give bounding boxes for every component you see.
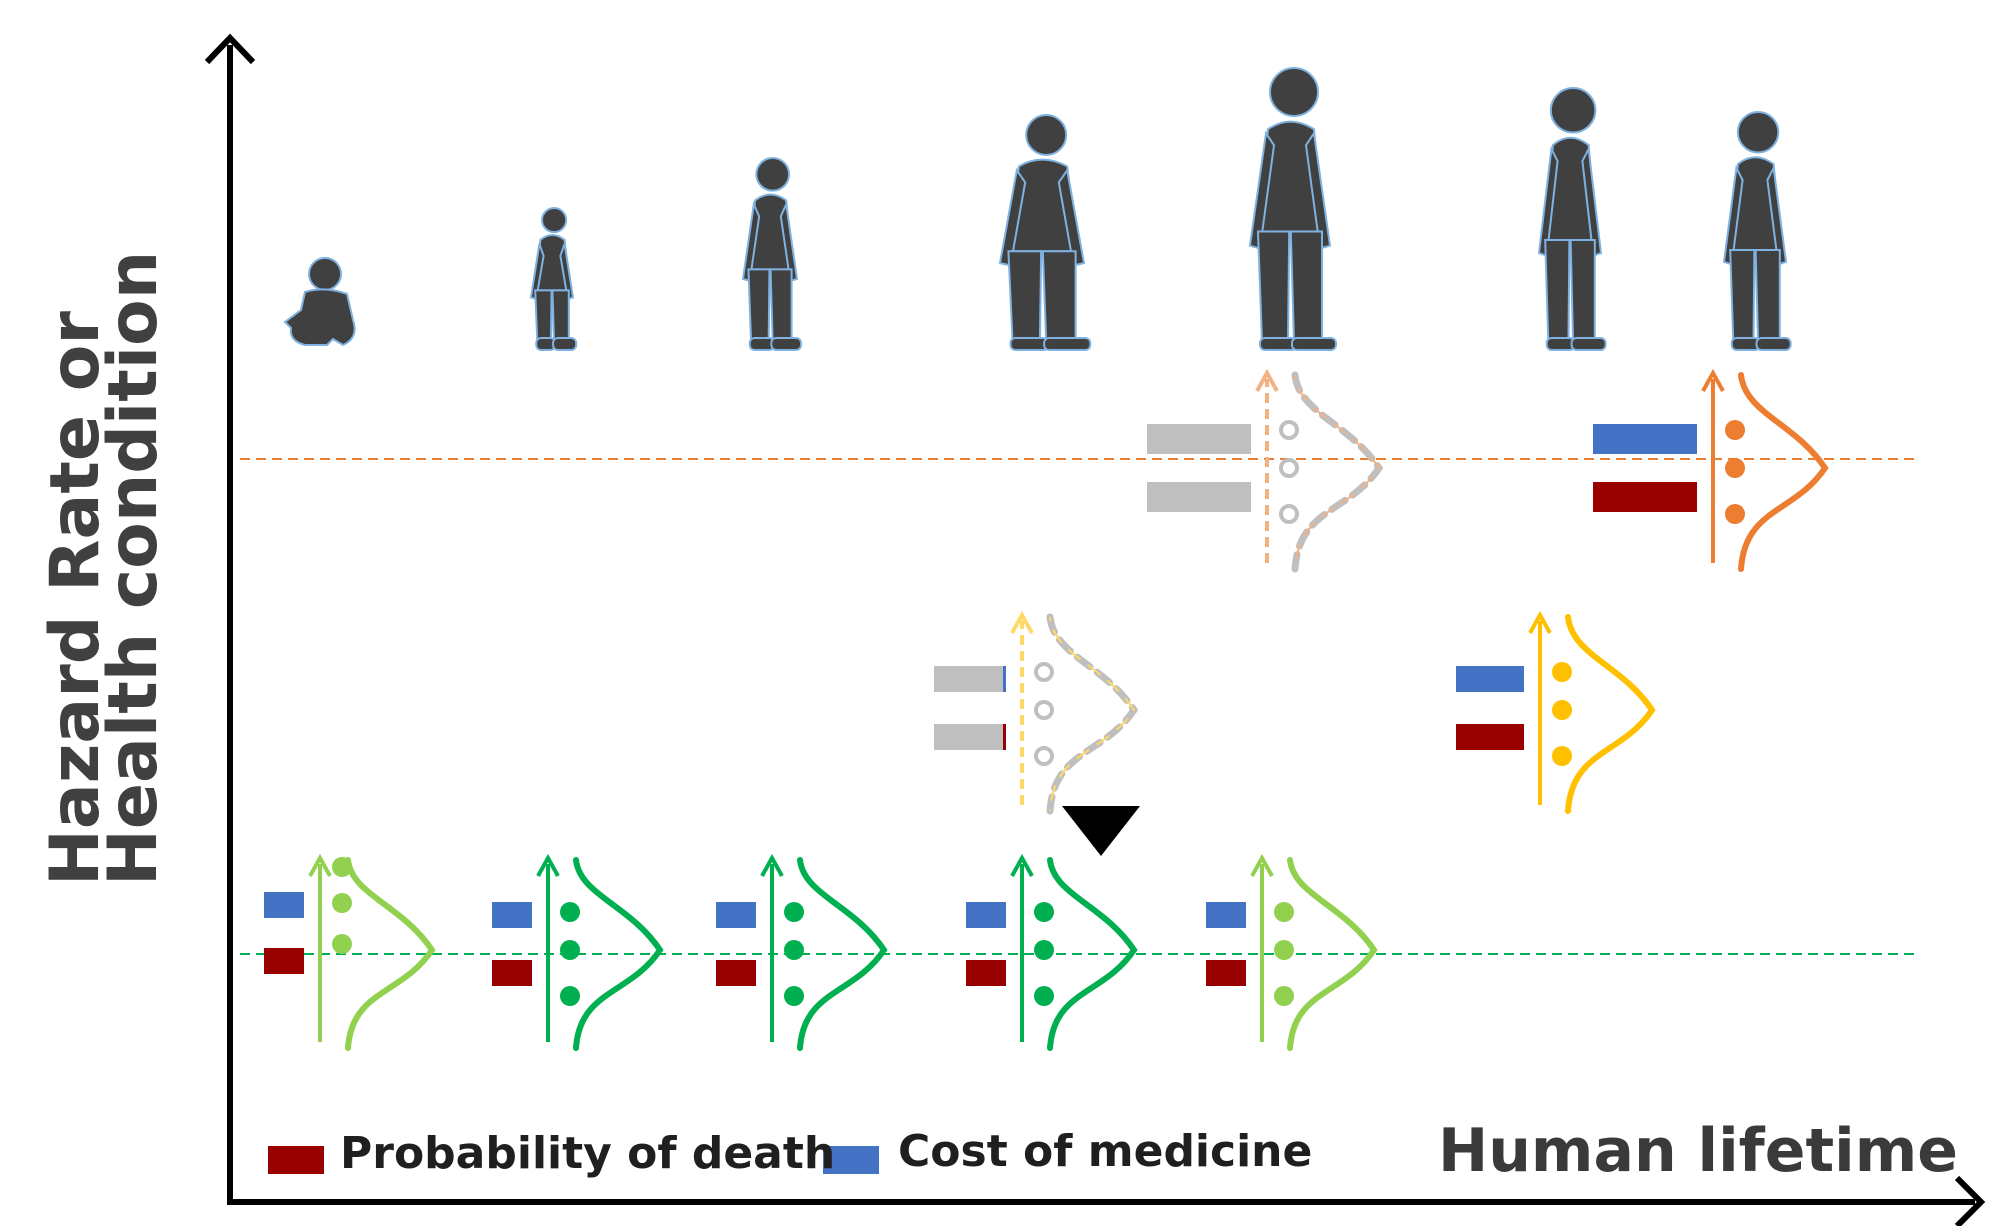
indicator-sample-dot — [1279, 458, 1299, 478]
silhouette-elderly — [1537, 87, 1607, 351]
indicator-child-healthy — [492, 853, 664, 1051]
indicator-cost-bar — [1206, 902, 1246, 928]
indicator-sample-dot — [1034, 746, 1054, 766]
indicator-distribution-curve — [1287, 857, 1378, 1051]
indicator-sample-dot — [1274, 902, 1294, 922]
indicator-distribution-curve — [1046, 613, 1139, 815]
indicator-cost-bar — [1593, 424, 1697, 454]
indicator-sample-dot — [1552, 700, 1572, 720]
indicator-cost-bar — [1456, 666, 1524, 692]
indicator-cost-bar — [934, 666, 1006, 692]
indicator-sample-dot — [1274, 940, 1294, 960]
indicator-sample-dot — [1034, 700, 1054, 720]
silhouette-old — [1722, 111, 1792, 351]
indicator-distribution-curve — [1047, 857, 1138, 1051]
indicator-sample-dot — [1034, 986, 1054, 1006]
indicator-distribution-curve — [1565, 614, 1656, 814]
indicator-sample-dot — [1552, 662, 1572, 682]
y-axis-title-line2: Health condition — [94, 250, 173, 886]
indicator-distribution-curve — [573, 857, 664, 1051]
indicator-death-bar — [1593, 482, 1697, 512]
transition-marker-triangle — [1062, 806, 1140, 856]
indicator-sample-dot — [1725, 458, 1745, 478]
health-indicators — [264, 368, 1829, 1051]
indicator-sample-dot — [1552, 746, 1572, 766]
indicator-adult-moderate — [934, 610, 1139, 815]
indicator-cost-bar — [1147, 424, 1251, 454]
indicator-distribution-curve — [1738, 372, 1829, 572]
silhouette-infant — [283, 257, 356, 347]
indicator-sample-dot — [1279, 504, 1299, 524]
life-stage-silhouettes — [283, 67, 1792, 351]
x-axis-title: Human lifetime — [1438, 1116, 1958, 1186]
indicator-cost-bar — [264, 892, 304, 918]
indicator-sample-dot — [1274, 986, 1294, 1006]
indicator-death-bar — [1456, 724, 1524, 750]
indicator-middle-age-severe — [1147, 368, 1384, 573]
indicator-sample-dot — [560, 940, 580, 960]
indicator-distribution-curve — [1291, 371, 1384, 573]
indicator-death-bar — [1206, 960, 1246, 986]
legend-death-swatch — [268, 1146, 324, 1174]
indicator-sample-dot — [332, 857, 352, 877]
indicator-sample-dot — [560, 902, 580, 922]
legend-cost-label: Cost of medicine — [898, 1126, 1313, 1177]
indicator-sample-dot — [1034, 940, 1054, 960]
indicator-cost-bar — [492, 902, 532, 928]
silhouette-middle-age — [1248, 67, 1337, 351]
indicator-death-bar — [492, 960, 532, 986]
indicator-cost-bar — [966, 902, 1006, 928]
indicator-elderly-moderate — [1456, 610, 1656, 814]
indicator-sample-dot — [784, 940, 804, 960]
indicator-death-bar — [966, 960, 1006, 986]
indicator-sample-dot — [784, 986, 804, 1006]
indicator-death-bar — [934, 724, 1006, 750]
indicator-sample-dot — [332, 893, 352, 913]
indicator-death-bar — [716, 960, 756, 986]
indicator-cost-bar — [716, 902, 756, 928]
indicator-distribution-curve — [797, 857, 888, 1051]
indicator-old-severe — [1593, 368, 1829, 572]
indicator-infant-healthy — [264, 853, 436, 1051]
indicator-sample-dot — [1034, 902, 1054, 922]
indicator-sample-dot — [560, 986, 580, 1006]
legend-cost-swatch — [823, 1146, 879, 1174]
indicator-sample-dot — [1034, 662, 1054, 682]
silhouette-adult — [998, 114, 1092, 351]
indicator-sample-dot — [784, 902, 804, 922]
indicator-sample-dot — [1725, 504, 1745, 524]
indicator-sample-dot — [332, 934, 352, 954]
indicator-death-bar — [264, 948, 304, 974]
silhouette-youth — [741, 157, 803, 351]
indicator-adult-healthy — [966, 853, 1138, 1051]
x-axis — [227, 1175, 1986, 1226]
indicator-sample-dot — [1279, 420, 1299, 440]
indicator-middle-age-healthy — [1206, 853, 1378, 1051]
silhouette-child — [529, 207, 578, 351]
indicator-youth-healthy — [716, 853, 888, 1051]
legend-death-label: Probability of death — [340, 1128, 836, 1179]
y-axis — [204, 33, 256, 1202]
indicator-death-bar — [1147, 482, 1251, 512]
indicator-distribution-curve — [345, 857, 436, 1051]
indicator-sample-dot — [1725, 420, 1745, 440]
